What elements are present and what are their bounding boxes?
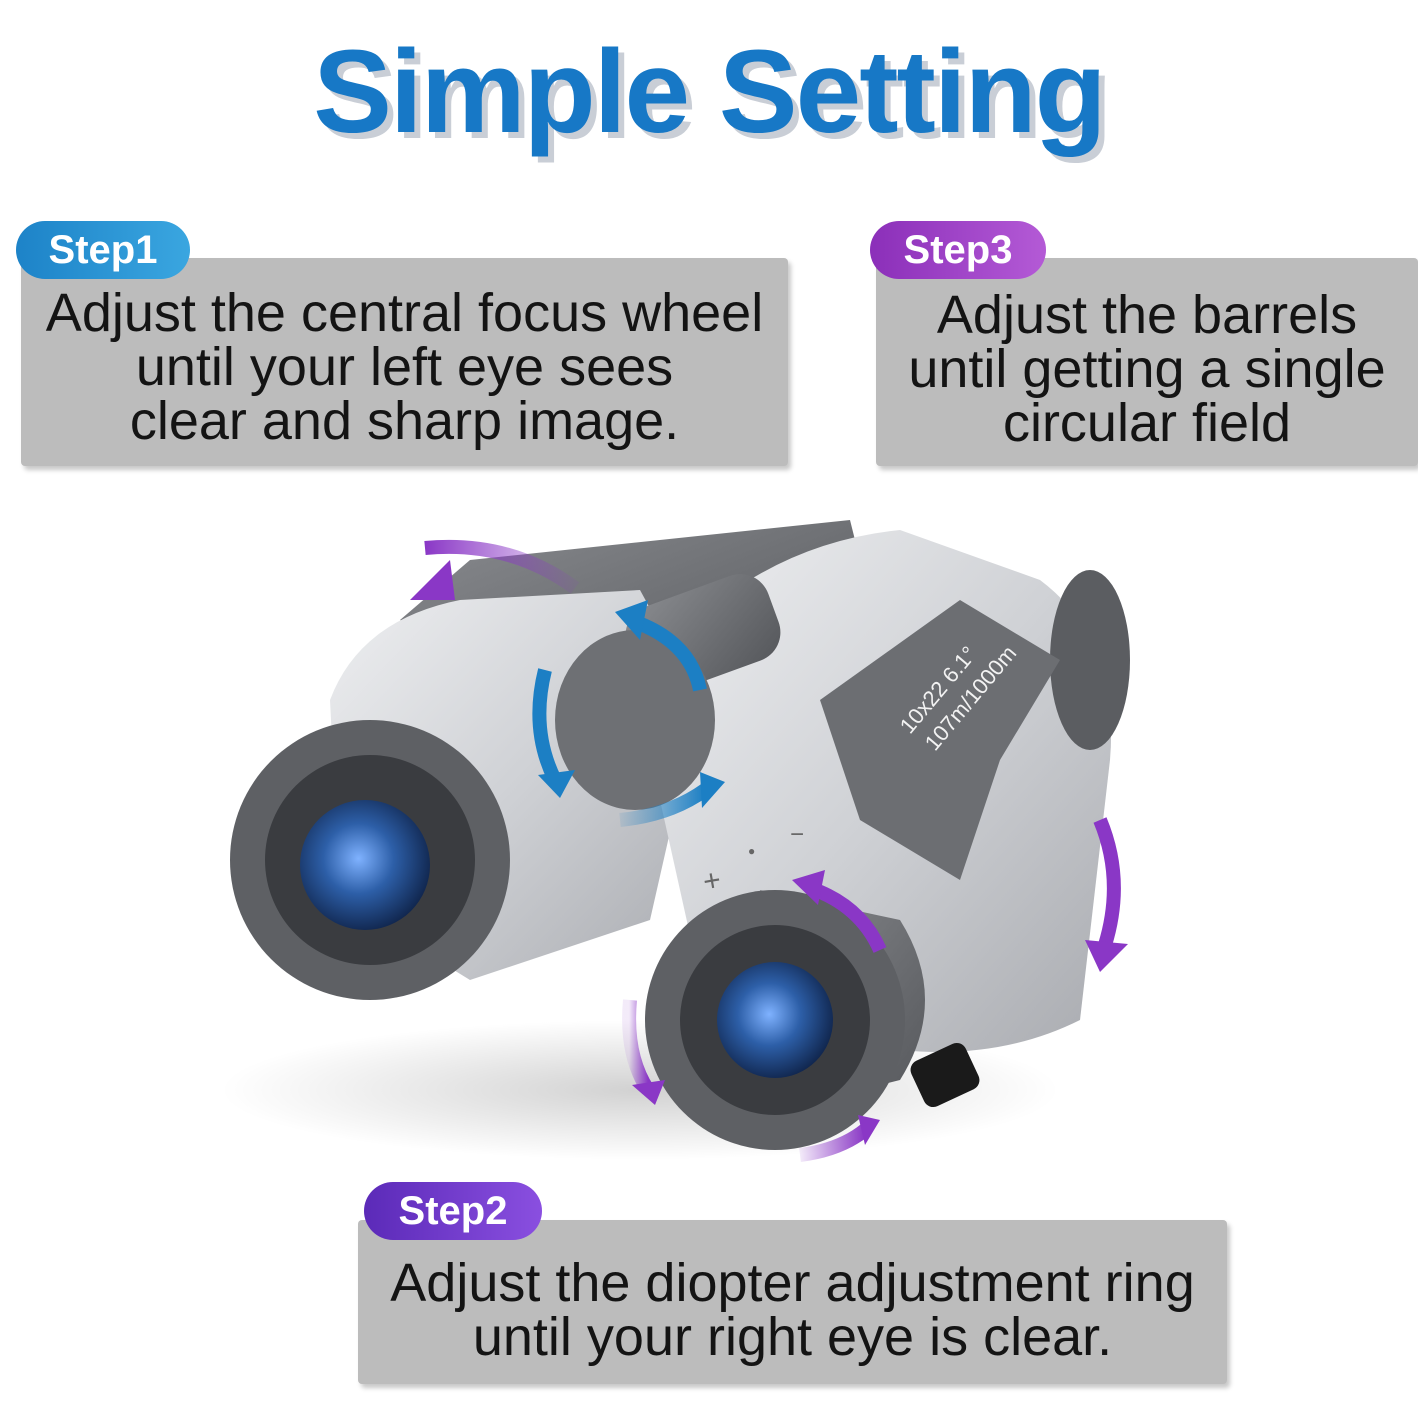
step1-badge: Step1 xyxy=(16,221,190,279)
step1-card: Adjust the central focus wheel until you… xyxy=(21,258,788,466)
step2-card: Adjust the diopter adjustment ring until… xyxy=(358,1220,1227,1384)
barrel-arrow-right-head xyxy=(1085,940,1128,972)
barrel-arrow-top-head xyxy=(410,560,455,600)
diopter-arrow-top-head xyxy=(792,870,825,905)
diopter-zero-mark: ● xyxy=(748,844,755,858)
focus-arrow-bottom xyxy=(619,784,710,827)
step3-badge: Step3 xyxy=(870,221,1046,279)
step2-badge: Step2 xyxy=(364,1182,542,1240)
right-lens xyxy=(717,962,833,1078)
focus-arrow-left-head xyxy=(538,770,575,798)
step2-text: Adjust the diopter adjustment ring until… xyxy=(390,1253,1195,1367)
focus-arrow-bottom-head xyxy=(700,772,725,808)
page-title: Simple Setting xyxy=(313,26,1107,158)
right-objective-rim xyxy=(1050,570,1130,750)
left-lens xyxy=(300,800,430,930)
barrel-arrow-right xyxy=(1093,817,1121,948)
focus-arrow-top-head xyxy=(615,600,648,640)
diopter-arrow-bottom-head xyxy=(858,1115,880,1145)
diopter-minus-mark: − xyxy=(790,821,804,848)
diopter-arrow-left-head xyxy=(632,1080,665,1105)
step3-card: Adjust the barrels until getting a singl… xyxy=(876,258,1418,466)
barrel-arrow-top xyxy=(424,539,580,594)
diopter-arrow-bottom xyxy=(799,1124,870,1162)
focus-knob[interactable] xyxy=(555,630,715,810)
step3-text: Adjust the barrels until getting a singl… xyxy=(908,285,1386,453)
spec-plate xyxy=(820,600,1060,880)
strap-lug xyxy=(910,1042,980,1108)
diopter-plus-mark: + xyxy=(700,863,723,899)
focus-arrow-left xyxy=(532,668,562,784)
diopter-arrow-left xyxy=(622,999,654,1094)
step1-text: Adjust the central focus wheel until you… xyxy=(45,283,764,451)
